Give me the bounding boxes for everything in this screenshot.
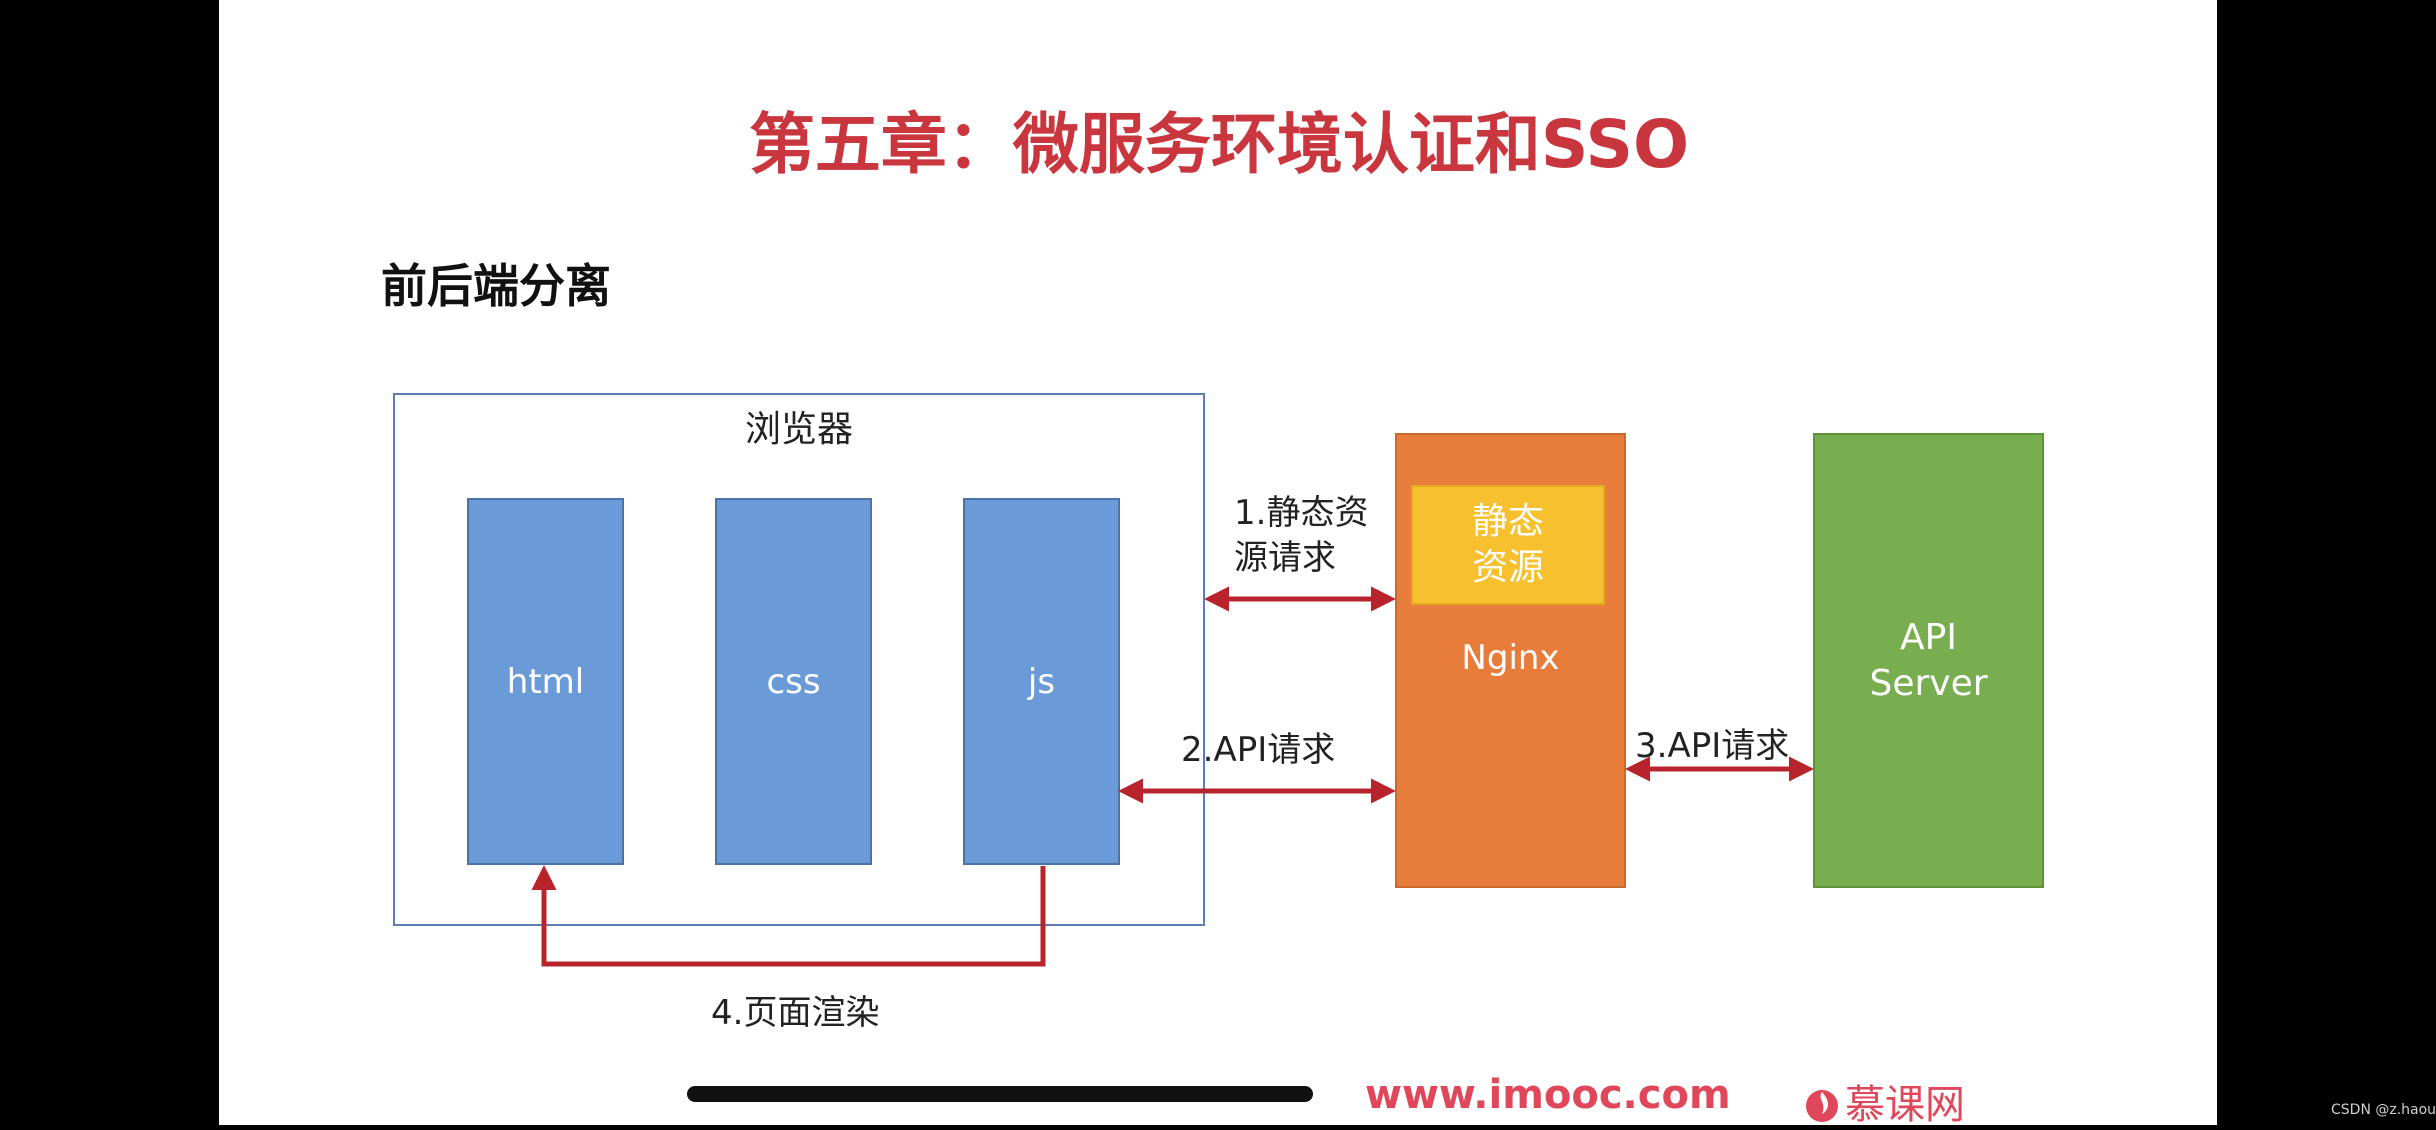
nginx-label: Nginx	[1461, 638, 1560, 678]
imooc-logo: 慕课网	[1805, 1072, 1965, 1130]
api-server-line2: Server	[1869, 662, 1988, 704]
api-server-line1: API	[1900, 616, 1957, 658]
browser-label: 浏览器	[744, 409, 853, 450]
static-resources-line1: 静态	[1471, 501, 1544, 542]
flame-icon	[1806, 1090, 1838, 1122]
csdn-watermark: CSDN @z.haoui	[2331, 1102, 2436, 1118]
home-indicator[interactable]	[687, 1086, 1313, 1102]
imooc-brand: 慕课网	[1845, 1082, 1965, 1128]
arrows-layer	[531, 586, 1814, 967]
api-request-label: 2.API请求	[1181, 730, 1336, 770]
static-request-label-line2: 源请求	[1234, 538, 1336, 578]
browser-container	[393, 393, 1205, 926]
html-label: html	[506, 661, 585, 702]
css-label: css	[766, 661, 821, 702]
static-resources-line2: 资源	[1471, 547, 1544, 588]
html-box: html	[467, 498, 624, 865]
js-box: js	[963, 498, 1120, 865]
section-heading: 前后端分离	[381, 259, 611, 313]
css-box: css	[715, 498, 872, 865]
page-render-arrow	[531, 865, 1046, 967]
static-resources-box: 静态 资源	[1411, 485, 1605, 605]
slide-title: 第五章：微服务环境认证和SSO	[748, 106, 1690, 183]
static-request-label-line1: 1.静态资	[1234, 493, 1369, 533]
imooc-url: www.imooc.com	[1365, 1072, 1731, 1118]
api-server-box: API Server	[1813, 433, 2044, 888]
slide: 第五章：微服务环境认证和SSO 前后端分离 浏览器 html css js 静态…	[219, 0, 2217, 1125]
page-render-label: 4.页面渲染	[711, 993, 880, 1033]
js-label: js	[1027, 661, 1056, 702]
